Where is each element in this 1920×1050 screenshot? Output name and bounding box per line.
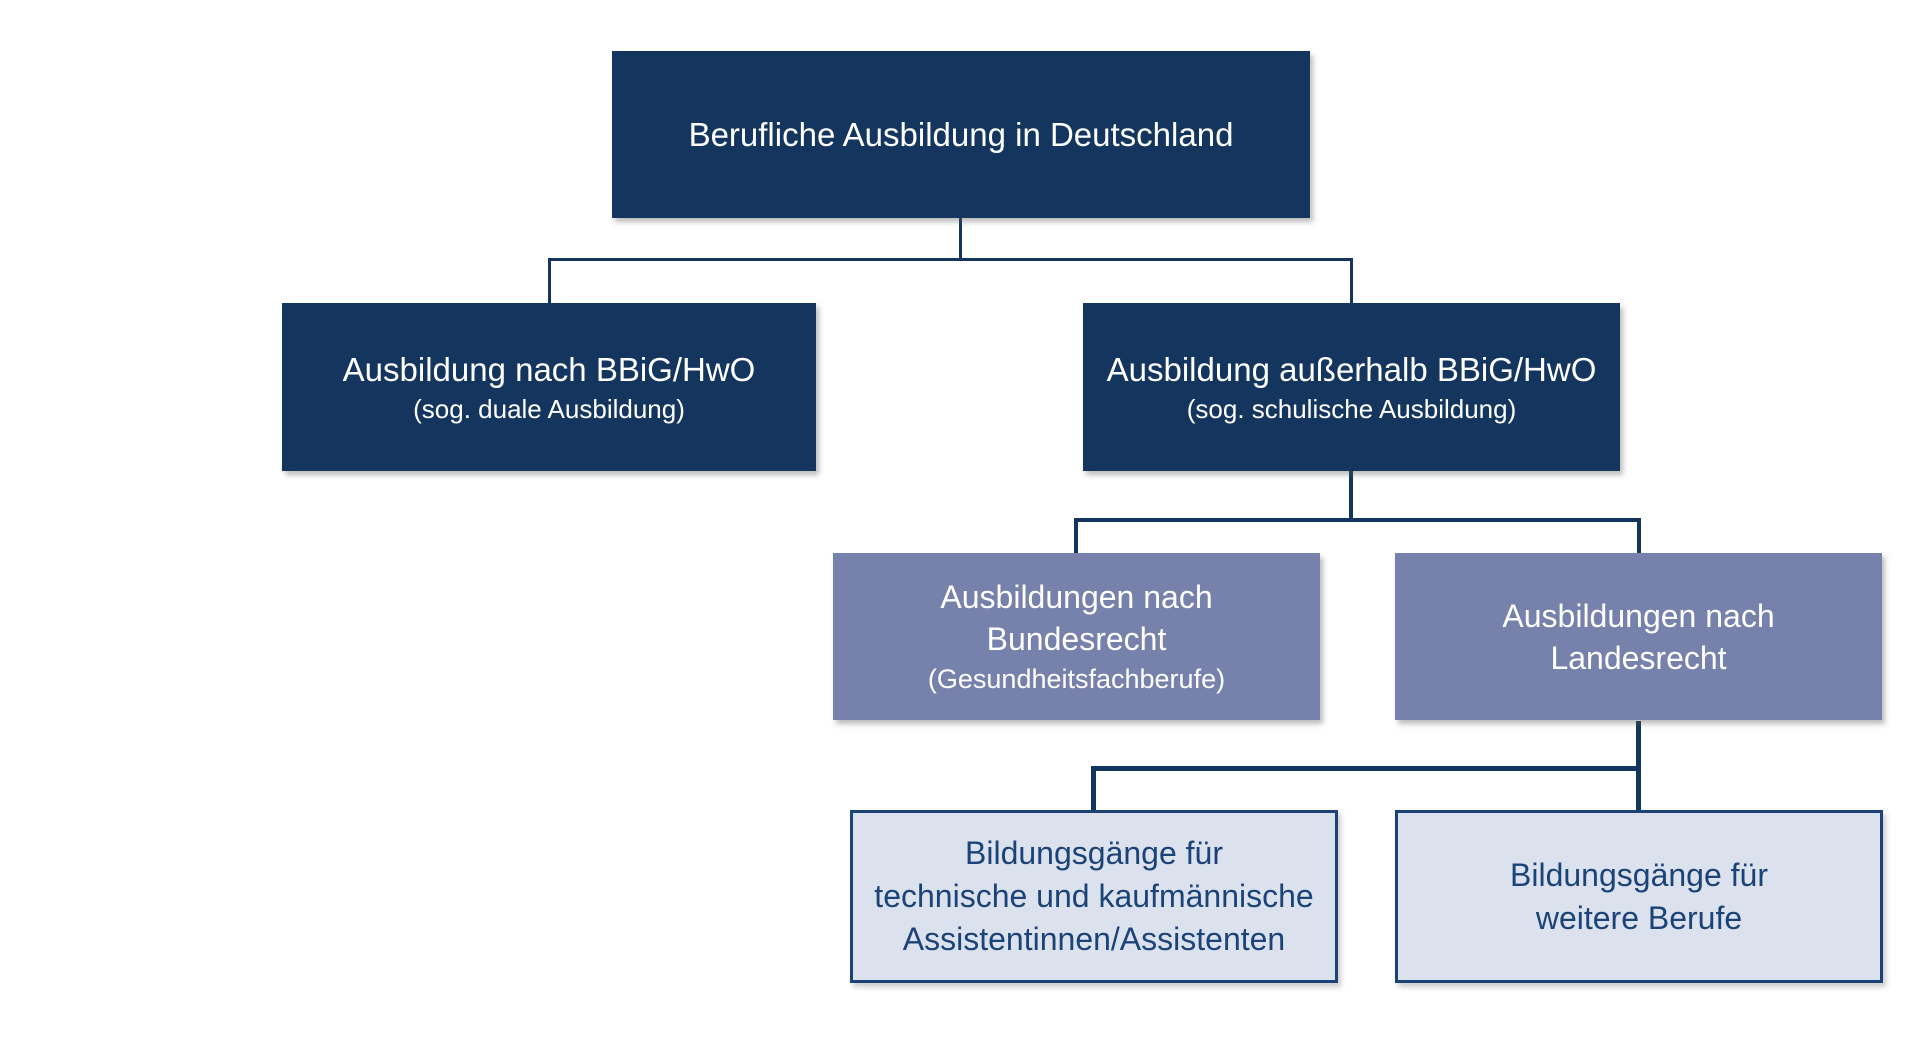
- connector-root-crossbar: [548, 258, 1353, 261]
- node-ausbildungen-nach-landesrecht: Ausbildungen nach Landesrecht: [1395, 553, 1882, 720]
- node-line1: Bildungsgänge für: [1510, 856, 1768, 893]
- node-title-line2: Landesrecht: [1550, 639, 1727, 676]
- node-title-line2: Bundesrecht: [986, 620, 1167, 657]
- connector-state-crossbar: [1091, 766, 1641, 771]
- node-ausbildung-ausserhalb-bbig-hwo: Ausbildung außerhalb BBiG/HwO (sog. schu…: [1083, 303, 1620, 471]
- connector-root-drop-left: [548, 258, 551, 304]
- node-title-line1: Ausbildungen nach: [1502, 597, 1775, 634]
- node-title: Ausbildung außerhalb BBiG/HwO: [1106, 351, 1597, 388]
- connector-state-drop-left: [1091, 766, 1096, 812]
- node-title-line1: Ausbildungen nach: [940, 578, 1213, 615]
- node-bildungsgaenge-weitere-berufe: Bildungsgänge für weitere Berufe: [1395, 810, 1883, 983]
- node-line1: Bildungsgänge für: [965, 835, 1223, 871]
- connector-root-stem: [959, 218, 962, 261]
- connector-root-drop-right: [1350, 258, 1353, 304]
- connector-school-crossbar: [1074, 518, 1641, 522]
- node-ausbildungen-nach-bundesrecht: Ausbildungen nach Bundesrecht (Gesundhei…: [833, 553, 1320, 720]
- node-title: Ausbildung nach BBiG/HwO: [342, 351, 756, 388]
- connector-school-drop-right: [1637, 518, 1641, 555]
- node-title: Berufliche Ausbildung in Deutschland: [688, 115, 1234, 153]
- connector-school-drop-left: [1074, 518, 1078, 555]
- node-subtitle: (sog. schulische Ausbildung): [1186, 394, 1517, 424]
- node-berufliche-ausbildung: Berufliche Ausbildung in Deutschland: [612, 51, 1310, 218]
- node-subtitle: (Gesundheitsfachberufe): [927, 663, 1226, 694]
- node-line3: Assistentinnen/Assistenten: [902, 921, 1286, 957]
- node-bildungsgaenge-assistenten: Bildungsgänge für technische und kaufmän…: [850, 810, 1338, 983]
- connector-state-drop-right: [1636, 766, 1641, 812]
- connector-state-stem: [1636, 721, 1641, 771]
- node-line2: weitere Berufe: [1535, 899, 1743, 936]
- connector-school-stem: [1349, 470, 1353, 522]
- node-ausbildung-nach-bbig-hwo: Ausbildung nach BBiG/HwO (sog. duale Aus…: [282, 303, 816, 471]
- node-line2: technische und kaufmännische: [874, 878, 1314, 914]
- node-subtitle: (sog. duale Ausbildung): [413, 394, 685, 424]
